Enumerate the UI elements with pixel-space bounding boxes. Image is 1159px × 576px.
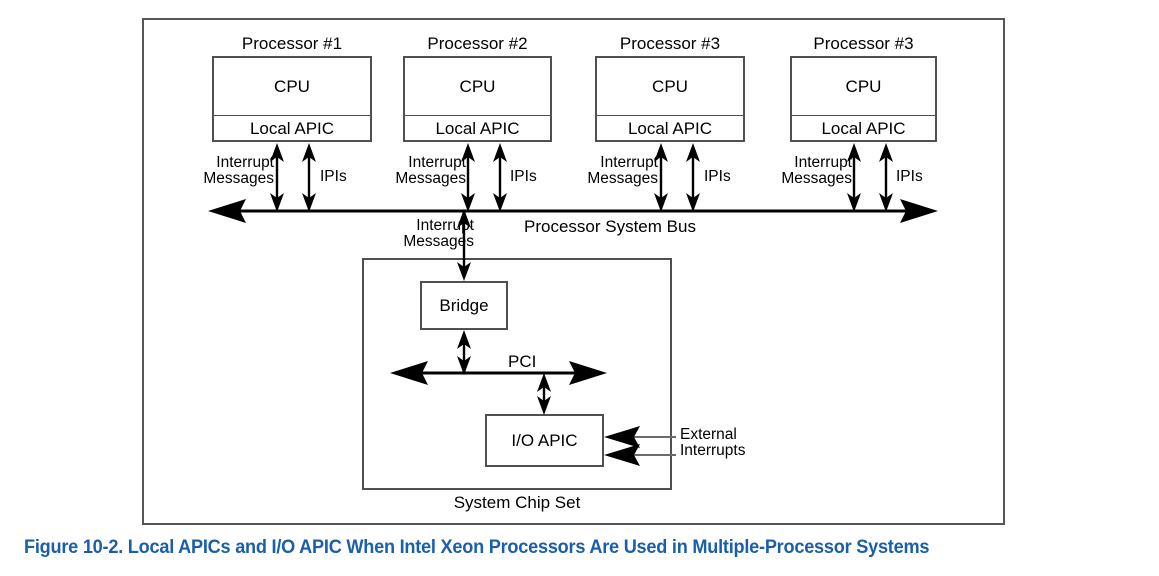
interrupt-messages-label-1: Interrupt Messages	[176, 154, 274, 188]
figure-caption: Figure 10-2. Local APICs and I/O APIC Wh…	[24, 536, 930, 558]
local-apic-box-4: Local APIC	[790, 116, 937, 142]
ipis-text-4: IPIs	[896, 168, 923, 185]
cpu-box-2: CPU	[403, 56, 552, 116]
interrupt-messages-line1-4: Interrupt	[794, 154, 852, 171]
interrupt-messages-line1-1: Interrupt	[216, 154, 274, 171]
processor-group-4: Processor #3 CPU Local APIC	[790, 34, 937, 142]
cpu-label-2: CPU	[459, 77, 496, 96]
local-apic-label-3: Local APIC	[627, 118, 713, 138]
processor-group-2: Processor #2 CPU Local APIC	[403, 34, 552, 142]
processor-group-1: Processor #1 CPU Local APIC	[212, 34, 372, 142]
ipis-text-1: IPIs	[320, 168, 347, 185]
bridge-box: Bridge	[420, 281, 508, 330]
io-apic-box: I/O APIC	[485, 414, 604, 467]
system-chipset-label: System Chip Set	[453, 493, 581, 512]
ipis-label-4: IPIs	[896, 168, 923, 186]
cpu-label-3: CPU	[652, 77, 688, 96]
processor-title-3: Processor #3	[619, 34, 721, 53]
interrupt-messages-line2-2: Messages	[395, 170, 466, 188]
bridge-interrupt-line2: Messages	[403, 233, 474, 251]
pci-label: PCI	[508, 352, 537, 371]
ipis-label-1: IPIs	[320, 168, 347, 186]
cpu-box-3: CPU	[595, 56, 745, 116]
processor-title-4: Processor #3	[813, 34, 914, 53]
interrupt-messages-line1-3: Interrupt	[600, 154, 658, 171]
cpu-label-4: CPU	[845, 77, 882, 96]
processor-group-3: Processor #3 CPU Local APIC	[595, 34, 745, 142]
cpu-label-1: CPU	[274, 77, 310, 96]
cpu-box-4: CPU	[790, 56, 937, 116]
external-interrupts-label: External Interrupts	[680, 426, 790, 460]
bridge-interrupt-line1: Interrupt	[416, 217, 474, 234]
processor-title-2: Processor #2	[427, 34, 528, 53]
local-apic-box-1: Local APIC	[212, 116, 372, 142]
ipis-label-3: IPIs	[704, 168, 731, 186]
interrupt-messages-line2-4: Messages	[781, 170, 852, 188]
external-interrupts-line2: Interrupts	[680, 442, 746, 460]
local-apic-box-2: Local APIC	[403, 116, 552, 142]
local-apic-label-4: Local APIC	[821, 118, 906, 138]
interrupt-messages-label-3: Interrupt Messages	[560, 154, 658, 188]
ipis-text-2: IPIs	[510, 168, 537, 185]
ipis-text-3: IPIs	[704, 168, 731, 185]
bridge-label: Bridge	[439, 296, 489, 315]
external-interrupts-line1: External	[680, 426, 737, 443]
interrupt-messages-label-2: Interrupt Messages	[368, 154, 466, 188]
interrupt-messages-line2-1: Messages	[203, 170, 274, 188]
processor-system-bus-label: Processor System Bus	[524, 217, 696, 236]
cpu-box-1: CPU	[212, 56, 372, 116]
ipis-label-2: IPIs	[510, 168, 537, 186]
interrupt-messages-line1-2: Interrupt	[408, 154, 466, 171]
processor-title-1: Processor #1	[241, 34, 343, 53]
local-apic-box-3: Local APIC	[595, 116, 745, 142]
io-apic-label: I/O APIC	[511, 431, 578, 450]
interrupt-messages-label-4: Interrupt Messages	[754, 154, 852, 188]
bridge-interrupt-messages-label: Interrupt Messages	[376, 217, 474, 251]
local-apic-label-2: Local APIC	[435, 118, 520, 138]
local-apic-label-1: Local APIC	[249, 118, 335, 138]
interrupt-messages-line2-3: Messages	[587, 170, 658, 188]
